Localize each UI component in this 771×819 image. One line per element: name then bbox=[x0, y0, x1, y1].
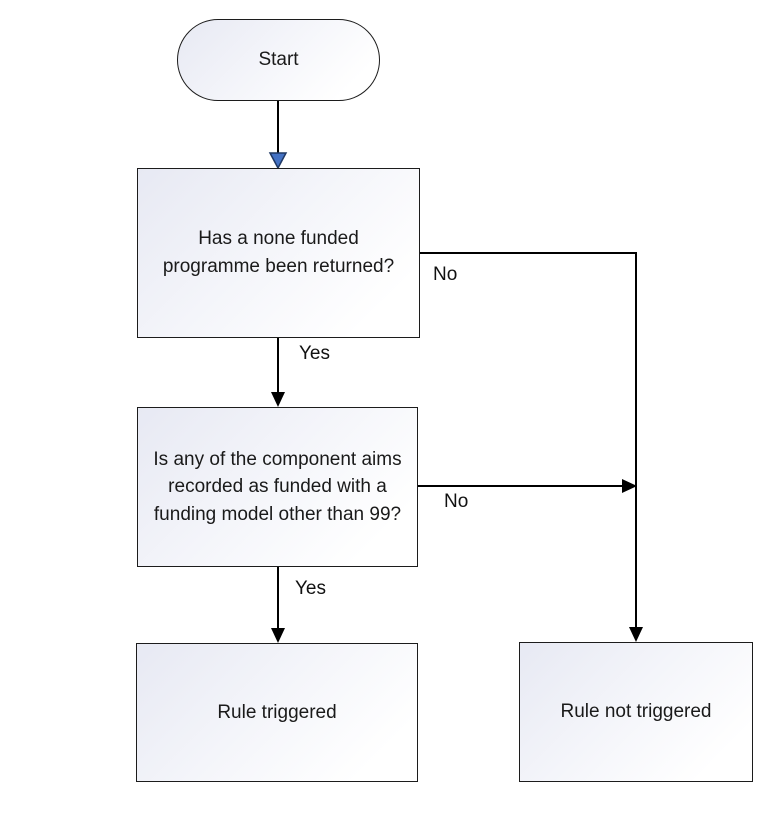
node-start-label: Start bbox=[258, 49, 299, 71]
arrowhead-start-to-q1 bbox=[268, 152, 288, 170]
node-question-none-funded-label: Has a none funded programme been returne… bbox=[162, 228, 395, 277]
node-question-component-aims: Is any of the component aims recorded as… bbox=[137, 407, 418, 567]
arrowhead-into-triggered bbox=[271, 628, 285, 643]
arrowhead-q1-to-q2 bbox=[271, 392, 285, 407]
node-question-none-funded: Has a none funded programme been returne… bbox=[137, 168, 420, 338]
node-rule-triggered-label: Rule triggered bbox=[217, 701, 337, 723]
edge-label-q1-yes: Yes bbox=[299, 343, 330, 364]
arrowhead-into-not-triggered bbox=[629, 627, 643, 642]
node-rule-triggered: Rule triggered bbox=[136, 643, 418, 782]
edge-label-q2-yes: Yes bbox=[295, 578, 326, 599]
node-rule-not-triggered-label: Rule not triggered bbox=[560, 701, 712, 723]
node-question-component-aims-label: Is any of the component aims recorded as… bbox=[153, 448, 402, 525]
node-start: Start bbox=[177, 19, 380, 101]
edge-label-q2-no: No bbox=[444, 491, 469, 512]
edge-label-q1-no: No bbox=[433, 264, 458, 285]
arrowhead-q2-no-join bbox=[622, 479, 637, 493]
node-rule-not-triggered: Rule not triggered bbox=[519, 642, 753, 782]
connector-q1-no-to-not-triggered bbox=[420, 252, 637, 628]
